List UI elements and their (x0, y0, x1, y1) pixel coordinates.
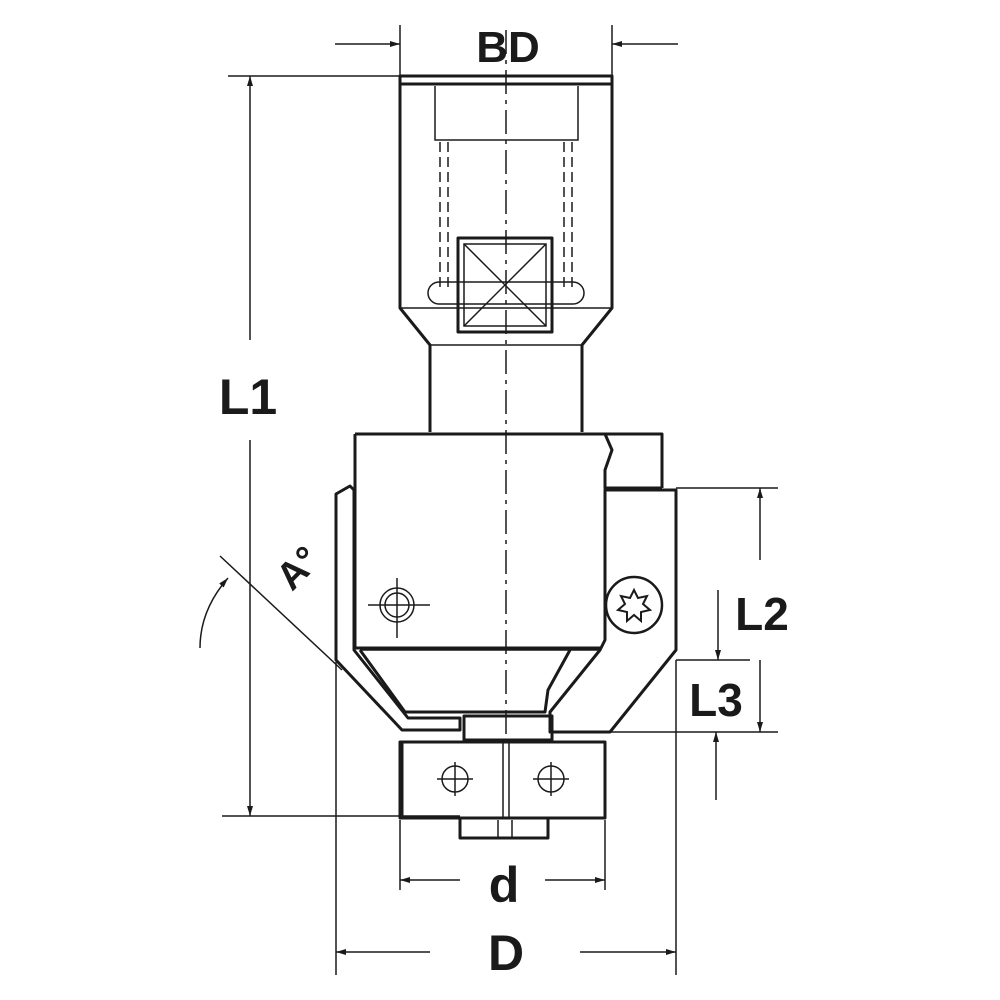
l2-l3-dimension (610, 487, 778, 800)
crosshair-icon (437, 762, 473, 796)
cutter-body (353, 432, 664, 714)
bolt-hole-icon (368, 578, 430, 638)
d-small-label: d (489, 857, 520, 913)
crosshair-icon (533, 762, 569, 796)
guide-block (398, 714, 607, 840)
angle-label: A° (269, 539, 329, 599)
left-knife (334, 484, 462, 732)
right-knife (548, 488, 678, 734)
square-drive (456, 236, 554, 334)
l1-dimension (222, 75, 460, 817)
d-large-dimension (335, 660, 677, 975)
torx-screw-icon (604, 575, 664, 635)
angle-dimension (199, 555, 343, 671)
l3-label: L3 (689, 674, 743, 726)
l2-label: L2 (735, 588, 789, 640)
bd-label: BD (476, 23, 540, 72)
l1-label: L1 (219, 369, 277, 425)
d-large-label: D (488, 925, 524, 981)
d-small-dimension (399, 820, 606, 890)
bd-dimension (335, 25, 678, 80)
